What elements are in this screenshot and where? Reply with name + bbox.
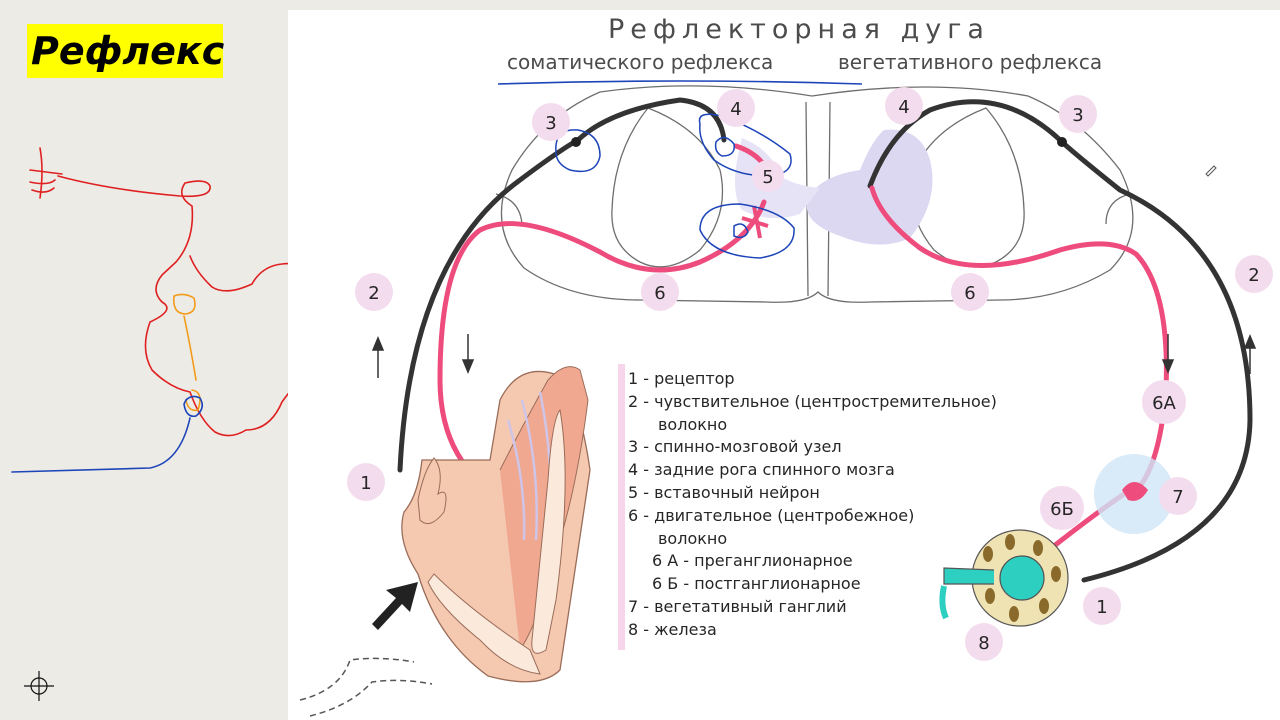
svg-text:1: 1 (1096, 597, 1107, 618)
spinal-ganglion-left (571, 137, 581, 147)
annotation-board: Рефлекс (0, 0, 288, 720)
svg-text:6Б: 6Б (1050, 499, 1074, 520)
dashed-hand (299, 657, 433, 717)
sketch-receptor-red (29, 147, 63, 199)
svg-text:3: 3 (1072, 105, 1083, 126)
legend-item: 1 - рецептор (628, 369, 735, 388)
svg-text:1: 1 (360, 473, 371, 494)
svg-text:3: 3 (545, 113, 556, 134)
legend-item: волокно (658, 528, 728, 548)
legend-item: 4 - задние рога спинного мозга (628, 460, 895, 480)
reflex-title-tag: Рефлекс (27, 24, 224, 78)
badge-6a: 6А (1142, 380, 1186, 424)
stimulus-arrow-icon (372, 582, 418, 630)
slide-title: Рефлекторная дуга (608, 14, 990, 45)
legend-item: 3 - спинно-мозговой узел (628, 437, 842, 457)
badge-8: 8 (965, 623, 1003, 661)
spinal-ganglion-right (1057, 137, 1067, 147)
sketch-node-orange (172, 293, 197, 381)
badge-7: 7 (1159, 477, 1197, 515)
crosshair-cursor-icon (24, 671, 54, 701)
legend-item: 8 - железа (628, 619, 717, 639)
svg-text:2: 2 (368, 283, 379, 304)
badge-1-left: 1 (347, 463, 385, 501)
legend-item: 6 Б - постганглионарное (652, 574, 861, 594)
vegetative-neuron-body (1122, 482, 1148, 501)
badge-6b: 6Б (1040, 486, 1084, 530)
sensory-fibers (397, 97, 1253, 583)
svg-text:7: 7 (1172, 487, 1183, 508)
svg-text:4: 4 (730, 99, 741, 120)
sketch-fiber-blue (11, 417, 191, 473)
legend: 1 - рецептор 2 - чувствительное (центрос… (618, 368, 1048, 642)
badge-3-left: 3 (532, 103, 570, 141)
svg-text:4: 4 (898, 97, 909, 118)
badge-1-right: 1 (1083, 587, 1121, 625)
pencil-cursor-icon (1205, 165, 1217, 177)
direction-arrows (371, 334, 1257, 378)
gland (939, 529, 1069, 627)
badge-3-right: 3 (1059, 95, 1097, 133)
badge-5: 5 (752, 160, 784, 192)
badge-4-left: 4 (717, 89, 755, 127)
badge-2-right: 2 (1235, 255, 1273, 293)
legend-item: 5 - вставочный нейрон (628, 482, 820, 502)
legend-item: волокно (658, 414, 728, 434)
subtitle-underline (497, 80, 863, 85)
badge-4-right: 4 (885, 87, 923, 125)
badge-6-left: 6 (641, 273, 679, 311)
svg-text:5: 5 (762, 167, 773, 188)
svg-text:2: 2 (1248, 265, 1259, 286)
legend-item: 2 - чувствительное (центростремительное) (628, 391, 997, 411)
subtitle-vegetative: вегетативного рефлекса (838, 50, 1103, 74)
svg-text:6А: 6А (1152, 393, 1176, 414)
legend-item: 7 - вегетативный ганглий (628, 596, 847, 616)
sketch-fiber-red (57, 175, 288, 437)
badge-6-right: 6 (951, 273, 989, 311)
svg-text:6: 6 (654, 283, 665, 304)
freehand-sketch (11, 147, 288, 701)
svg-text:8: 8 (978, 633, 989, 654)
interneuron-cross (741, 205, 769, 239)
arm-illustration (401, 366, 591, 683)
legend-item: 6 А - преганглионарное (652, 551, 853, 571)
subtitle-somatic: соматического рефлекса (507, 50, 774, 74)
badge-2-left: 2 (355, 273, 393, 311)
legend-item: 6 - двигательное (центробежное) (628, 505, 915, 525)
sketch-cell-orange (185, 389, 201, 412)
sketch-cell-blue (183, 395, 204, 418)
number-badges: 1 2 3 4 5 6 4 3 6 2 6А 7 6Б 1 8 (347, 87, 1273, 661)
svg-text:6: 6 (964, 283, 975, 304)
legend-accent-bar (618, 364, 625, 650)
